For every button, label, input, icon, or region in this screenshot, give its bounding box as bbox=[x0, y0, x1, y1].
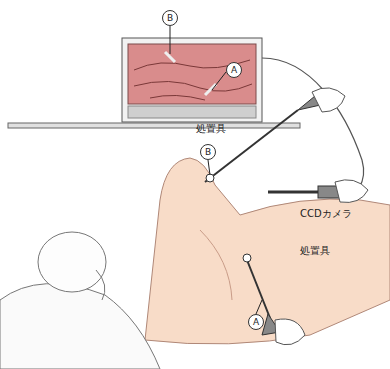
callout-circle: B bbox=[162, 10, 178, 26]
glove-hand bbox=[335, 180, 368, 203]
callout-letter: B bbox=[205, 148, 211, 157]
glove-hand bbox=[312, 88, 345, 112]
trocar bbox=[206, 174, 214, 182]
callout-circle: A bbox=[248, 314, 264, 330]
leader-line bbox=[212, 72, 226, 90]
patient-body bbox=[145, 158, 390, 344]
part-label: 処置具 bbox=[300, 244, 330, 258]
monitor-frame bbox=[122, 38, 262, 122]
callout-letter: A bbox=[253, 318, 259, 327]
leader-line bbox=[170, 26, 171, 54]
leader-line bbox=[208, 160, 210, 175]
surgeon-ear bbox=[96, 270, 105, 300]
callout-letter: A bbox=[231, 66, 237, 75]
callout-letter: B bbox=[167, 14, 173, 23]
surgeon-body bbox=[0, 284, 160, 369]
screen-instrument bbox=[205, 84, 216, 95]
camera-cable bbox=[262, 58, 364, 200]
leader-line bbox=[256, 300, 262, 314]
glove-hand bbox=[275, 319, 305, 345]
callout-circle: B bbox=[200, 144, 216, 160]
body-contour bbox=[200, 230, 232, 300]
callout-circle: A bbox=[226, 62, 242, 78]
part-label: 処置具 bbox=[196, 122, 226, 136]
tissue-line bbox=[134, 60, 252, 100]
surgeon-cap bbox=[38, 232, 106, 292]
instrument bbox=[245, 255, 270, 318]
instrument bbox=[205, 110, 298, 182]
trocar bbox=[243, 254, 251, 262]
shelf bbox=[8, 123, 300, 128]
part-label: CCDカメラ bbox=[300, 207, 352, 221]
monitor-base bbox=[128, 106, 256, 118]
monitor-screen bbox=[128, 44, 256, 104]
